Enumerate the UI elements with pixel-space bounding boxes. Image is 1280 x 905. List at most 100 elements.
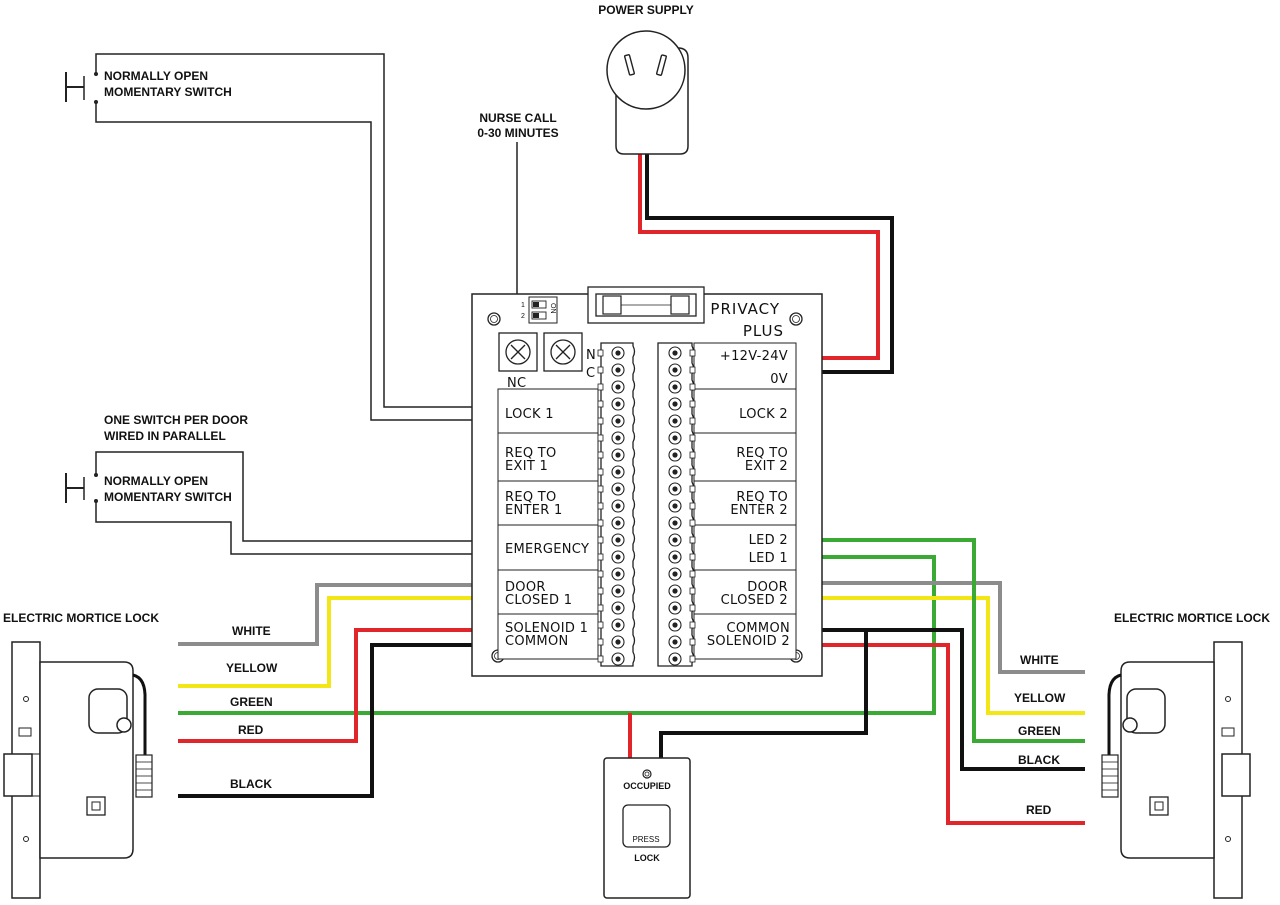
right-terminal-screw-head-14	[672, 571, 678, 577]
right-terminal-clamp-6	[689, 434, 696, 442]
left-terminal-clamp-13	[597, 553, 604, 561]
switch1-label-line2: MOMENTARY SWITCH	[104, 85, 232, 99]
switch2-wire-bottom	[95, 501, 472, 555]
fuse-cap-right	[670, 295, 690, 315]
right-terminal-clamp-18	[689, 638, 696, 646]
power-supply-plug	[606, 30, 686, 110]
right-terminal-screw-head-4	[672, 401, 678, 407]
nurse-call-label-line1: NURSE CALL	[479, 111, 556, 125]
left-terminal-clamp-9	[597, 485, 604, 493]
left-terminal-clamp-1	[597, 349, 604, 357]
pot-1-slot-b	[510, 344, 526, 360]
term-req-exit1-b: EXIT 1	[505, 459, 548, 474]
mount-hole-tl	[487, 312, 501, 326]
left-terminal-clamp-11	[597, 519, 604, 527]
right-terminal-screw-head-9	[672, 486, 678, 492]
terminal-screws-right	[668, 346, 696, 666]
term-req-enter2-b: ENTER 2	[730, 503, 788, 518]
left-terminal-screw-head-7	[615, 452, 621, 458]
terminal-screws-left	[597, 346, 625, 666]
right-terminal-clamp-11	[689, 519, 696, 527]
left-terminal-clamp-18	[597, 638, 604, 646]
left-wire-yellow	[178, 596, 472, 688]
left-label-red: RED	[238, 723, 264, 737]
switch1-wire-top	[95, 53, 472, 408]
fuse-cap-left	[602, 295, 622, 315]
left-terminal-screw-head-1	[615, 350, 621, 356]
term-req-exit1-a: REQ TO	[505, 446, 557, 461]
dip-1-toggle	[533, 302, 539, 307]
term-req-enter1-b: ENTER 1	[505, 503, 563, 518]
lock-left-cylinder	[116, 717, 132, 733]
right-terminal-clamp-15	[689, 587, 696, 595]
right-terminal-clamp-4	[689, 400, 696, 408]
right-terminal-screw-head-5	[672, 418, 678, 424]
left-terminal-labels: LOCK 1 REQ TO EXIT 1 REQ TO ENTER 1 EMER…	[497, 388, 599, 660]
wires	[95, 53, 1085, 825]
nurse-call-label-line2: 0-30 MINUTES	[477, 126, 558, 140]
right-terminal-screw-head-6	[672, 435, 678, 441]
lock-press-button[interactable]	[622, 804, 671, 848]
left-terminal-clamp-12	[597, 536, 604, 544]
right-wire-white	[822, 581, 1085, 674]
left-terminal-screw-head-11	[615, 520, 621, 526]
left-terminal-screw-head-12	[615, 537, 621, 543]
term-req-enter1-a: REQ TO	[505, 490, 557, 505]
right-terminal-screw-head-8	[672, 469, 678, 475]
switch2-label-line2: MOMENTARY SWITCH	[104, 490, 232, 504]
switch1-wire-bottom	[95, 102, 472, 421]
right-terminal-screw-head-1	[672, 350, 678, 356]
left-terminal-clamp-2	[597, 366, 604, 374]
right-terminal-clamp-17	[689, 621, 696, 629]
right-terminal-screw-head-11	[672, 520, 678, 526]
right-terminal-screw-head-13	[672, 554, 678, 560]
left-terminal-clamp-17	[597, 621, 604, 629]
term-lock2: LOCK 2	[739, 407, 788, 422]
lock-left-latch-bolt	[3, 753, 33, 797]
term-door-closed1-b: CLOSED 1	[505, 593, 572, 608]
right-terminal-clamp-9	[689, 485, 696, 493]
left-terminal-screw-head-2	[615, 367, 621, 373]
term-door-closed2-a: DOOR	[747, 580, 788, 595]
right-terminal-clamp-13	[689, 553, 696, 561]
left-terminal-screw-head-8	[615, 469, 621, 475]
press-button-label: PRESS	[632, 835, 659, 844]
term-led2: LED 2	[749, 533, 788, 548]
left-terminal-screw-head-6	[615, 435, 621, 441]
right-terminal-clamp-14	[689, 570, 696, 578]
lock-left-screw-top	[23, 696, 29, 702]
term-door-closed2-b: CLOSED 2	[721, 593, 788, 608]
mount-hole-tr-inner	[792, 315, 800, 323]
brand-line2: PLUS	[743, 322, 784, 340]
right-terminal-clamp-2	[689, 366, 696, 374]
occupied-indicator-plate: OCCUPIED PRESS LOCK	[603, 757, 691, 899]
right-terminal-screw-head-10	[672, 503, 678, 509]
right-terminal-clamp-19	[689, 655, 696, 663]
right-terminal-screw-head-12	[672, 537, 678, 543]
switch1-terminal-b	[94, 100, 98, 104]
left-terminal-screw-head-19	[615, 656, 621, 662]
lock-left-connector	[135, 754, 153, 798]
right-terminal-clamp-16	[689, 604, 696, 612]
right-label-white: WHITE	[1020, 653, 1059, 667]
term-solenoid1-a: SOLENOID 1	[505, 621, 588, 636]
potentiometers: NC N C	[498, 332, 596, 391]
dip-2-label: 2	[521, 313, 525, 320]
left-terminal-screw-head-16	[615, 605, 621, 611]
dip-1-label: 1	[521, 302, 525, 309]
term-common-b: SOLENOID 2	[707, 634, 790, 649]
left-label-white: WHITE	[232, 624, 271, 638]
right-wire-green	[822, 538, 1085, 743]
mount-hole-tr	[789, 312, 803, 326]
switch2-terminal-a	[94, 473, 98, 477]
switch1-label-line1: NORMALLY OPEN	[104, 69, 208, 83]
electric-mortice-lock-right: ELECTRIC MORTICE LOCK	[1101, 611, 1270, 899]
left-terminal-screw-head-14	[615, 571, 621, 577]
power-wire-red	[638, 150, 880, 360]
left-terminal-screw-head-13	[615, 554, 621, 560]
right-wire-red	[822, 643, 1085, 825]
term-req-enter2-a: REQ TO	[736, 490, 788, 505]
lock-left-screw-bottom	[23, 836, 29, 842]
left-terminal-screw-head-15	[615, 588, 621, 594]
